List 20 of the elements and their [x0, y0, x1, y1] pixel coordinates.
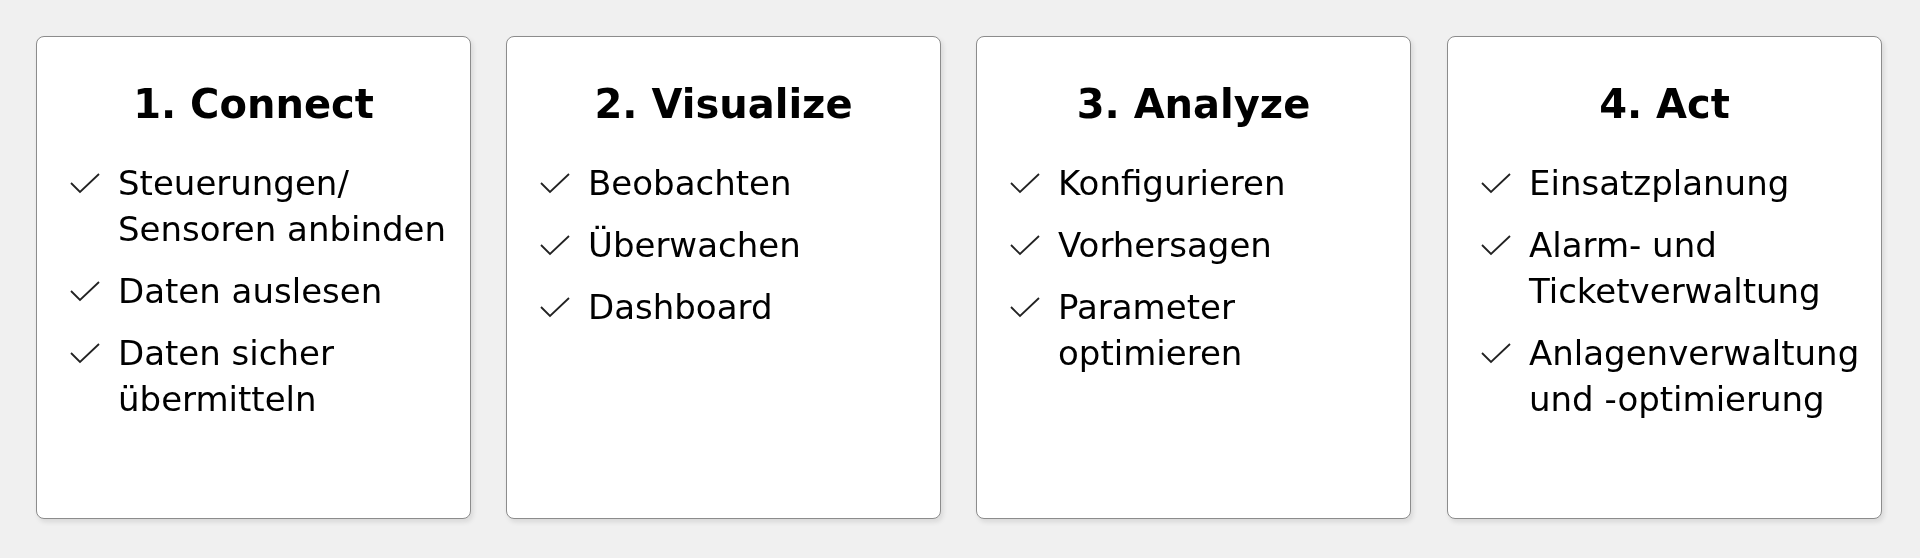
list-item-text: Daten sicher übermitteln — [118, 332, 335, 421]
card-title: 2. Visualize — [594, 80, 853, 128]
card — [506, 36, 941, 519]
list-item-text: Konfigurieren — [1058, 162, 1286, 205]
card-title: 1. Connect — [133, 80, 374, 128]
list-item-text: Alarm- und Ticketverwaltung — [1529, 224, 1822, 313]
card — [36, 36, 471, 519]
card-title: 3. Analyze — [1076, 80, 1311, 128]
list-item-text: Dashboard — [588, 286, 773, 329]
list-item-text: Steuerungen/Sensoren anbinden — [118, 162, 448, 251]
card-title: 4. Act — [1599, 80, 1730, 128]
list-item-text: Einsatzplanung — [1529, 162, 1790, 205]
card — [1447, 36, 1882, 519]
list-item-text: Anlagenverwaltung und -optimierung — [1529, 332, 1861, 421]
card — [976, 36, 1411, 519]
list-item-text: Beobachten — [588, 162, 792, 205]
list-item-text: Überwachen — [588, 224, 801, 267]
list-item-text: Vorhersagen — [1058, 224, 1272, 267]
list-item-text: Daten auslesen — [118, 270, 383, 313]
list-item-text: Parameter optimieren — [1058, 286, 1244, 375]
